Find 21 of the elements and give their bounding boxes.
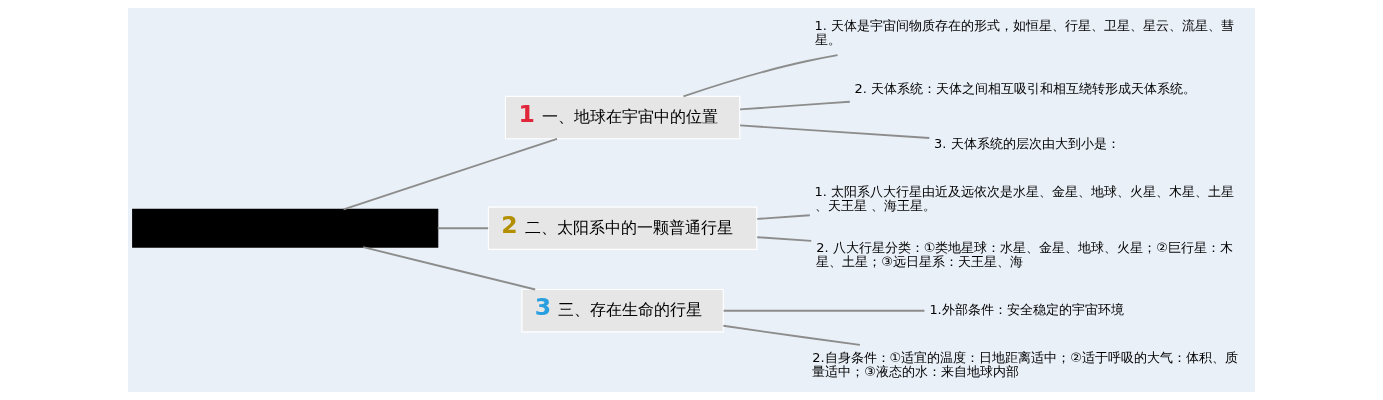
node-box: 3 三、存在生命的行星 [521,288,724,333]
node-text: 1.外部条件：安全稳定的宇宙环境 [929,302,1124,317]
connector [342,137,558,211]
connector [682,54,839,98]
connector [756,214,811,220]
node-text: 1. 太阳系八大行星由近及远依次是水星、金星、地球、火星、木星、土星、天王星 、海王星。 [814,184,1235,214]
node-text: 2. 八大行星分类：①类地星球：水星、金星、地球、火星；②巨行星：木星、土星；③远日星系：天王星、海 [816,239,1233,269]
node-text: 2. 天体系统：天体之间相互吸引和相互绕转形成天体系统。 [854,80,1197,96]
node-text: 2.自身条件：①适宜的温度：日地距离适中；②适于呼吸的大气：体积、质量适中；③液态的水：来自地球内部 [812,350,1238,380]
node-box: 2 二、太阳系中的一颗普通行星 [487,206,758,251]
connector [756,236,813,242]
node-box [132,208,439,248]
connector [436,227,490,230]
connector [739,124,931,139]
connector [362,246,537,291]
node-box: 1 一、地球在宇宙中的位置 [504,95,741,140]
connector [739,100,851,111]
connector [722,309,926,312]
node-text: 1. 天体是宇宙间物质存在的形式，如恒星、行星、卫星、星云、流星、彗星。 [814,18,1235,48]
connector [722,324,861,346]
node-text: 3. 天体系统的层次由大到小是： [934,135,1120,151]
